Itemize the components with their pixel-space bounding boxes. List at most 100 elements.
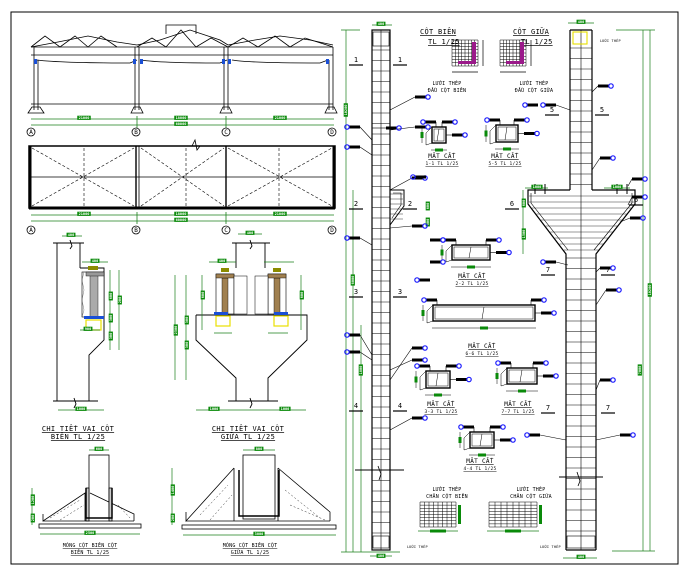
leader-line bbox=[389, 225, 413, 229]
leader-bubble-icon bbox=[466, 376, 472, 383]
leader-line bbox=[627, 178, 633, 187]
leader-bubble-icon bbox=[630, 432, 636, 438]
leader-bubble-icon bbox=[640, 215, 646, 221]
leader-tag bbox=[606, 288, 617, 292]
leader-tag bbox=[500, 361, 511, 365]
section-depth bbox=[489, 124, 497, 145]
leader-bubble-icon bbox=[420, 119, 426, 125]
rebar-leader bbox=[540, 102, 571, 111]
beam-flange-right bbox=[267, 273, 287, 279]
dimension-value: 1000 bbox=[281, 407, 290, 411]
dimension-value: 800 bbox=[256, 447, 263, 451]
dimension-tag-bg bbox=[108, 313, 113, 323]
dimension-value: 300 bbox=[426, 219, 430, 226]
dimension-tag-bg bbox=[77, 115, 91, 120]
rebar-leaders bbox=[344, 83, 648, 441]
dimension-value: 1000 bbox=[210, 407, 219, 411]
rail-right bbox=[273, 268, 281, 272]
dimension-tag-bg bbox=[83, 326, 93, 331]
dimension-tag: 300 bbox=[108, 331, 113, 341]
section-caption: 6-6 TL 1/25 bbox=[465, 351, 498, 357]
leader-tag bbox=[349, 333, 360, 337]
leader-tag bbox=[529, 433, 540, 437]
section-mark: 6 bbox=[629, 196, 643, 206]
dimension-tag: 18000 bbox=[174, 211, 188, 216]
top-anchor bbox=[572, 31, 588, 45]
footing-a bbox=[27, 106, 45, 114]
leader-line bbox=[389, 417, 413, 431]
section-mark: 2 bbox=[403, 200, 417, 210]
dimension-value: 400 bbox=[219, 259, 226, 263]
leader-tag bbox=[446, 364, 457, 368]
leader-bubble-icon bbox=[458, 424, 464, 430]
section-mark-label: 5 bbox=[600, 106, 604, 114]
crane-beams-middle bbox=[214, 268, 289, 327]
break-symbol bbox=[69, 239, 73, 250]
leader-tag bbox=[598, 84, 609, 88]
dimension-tag-bg bbox=[376, 553, 386, 558]
section-mark-label: 1 bbox=[354, 56, 358, 64]
leader-tag bbox=[415, 95, 426, 99]
leader-line bbox=[595, 267, 601, 273]
dimension-value: 21000 bbox=[275, 212, 286, 216]
frame-plan bbox=[28, 138, 336, 210]
grid-circle bbox=[26, 225, 36, 235]
leader-bubble-icon bbox=[414, 363, 420, 369]
rebar-leader bbox=[518, 130, 540, 137]
section-mark-label: 1 bbox=[398, 56, 402, 64]
leader-line bbox=[595, 289, 607, 306]
rebar-leader bbox=[485, 237, 502, 245]
dimension-value: 21000 bbox=[275, 116, 286, 120]
anchor-bolt-left bbox=[215, 315, 231, 327]
dimension-tag: 1200 bbox=[30, 494, 35, 506]
hatch-line bbox=[284, 489, 321, 519]
dimension-tag: 400 bbox=[376, 21, 386, 26]
leader-tag bbox=[419, 278, 430, 282]
footing-mid-dims bbox=[171, 449, 336, 536]
leader-tag bbox=[445, 238, 456, 242]
section-caption: 4-4 TL 1/25 bbox=[463, 466, 496, 472]
footing-c bbox=[219, 106, 233, 114]
dimension-tag-bg bbox=[637, 364, 642, 376]
hatch-line bbox=[49, 499, 81, 519]
rebar-leader bbox=[440, 237, 457, 245]
dimension-tag: 1000 bbox=[611, 184, 623, 189]
dimension-tag-bg bbox=[208, 406, 220, 411]
dimension-value: 2500 bbox=[174, 326, 178, 335]
footing-base bbox=[181, 524, 337, 530]
dimension-tag-bg bbox=[647, 283, 652, 297]
dimension-tag-bg bbox=[84, 530, 96, 535]
section-depth bbox=[445, 244, 453, 263]
rebar-leader bbox=[627, 176, 648, 187]
break-symbol bbox=[249, 397, 253, 409]
footing-b bbox=[130, 106, 144, 114]
dimension-value: 7000 bbox=[638, 366, 642, 375]
grid-axis-bubble: D bbox=[327, 127, 337, 137]
dimension-tag-bg bbox=[425, 201, 430, 211]
leader-line bbox=[595, 434, 621, 441]
beam-web-right bbox=[273, 277, 281, 315]
section-mark-label: 3 bbox=[354, 288, 358, 296]
leader-bubble-icon bbox=[422, 357, 428, 363]
bearing-icon bbox=[34, 59, 37, 64]
rebar-leader bbox=[441, 119, 458, 127]
section-mark-label: 2 bbox=[354, 200, 358, 208]
bearing-icon bbox=[222, 59, 225, 64]
leader-bubble-icon bbox=[344, 235, 350, 241]
section-tie bbox=[519, 369, 523, 383]
leader-bubble-icon bbox=[396, 125, 402, 131]
leader-tag bbox=[415, 175, 426, 179]
dimension-value: 400 bbox=[378, 554, 385, 558]
dimension-tag-bg bbox=[576, 554, 586, 559]
dimension-tag: 400 bbox=[217, 258, 227, 263]
leader-bubble-icon bbox=[344, 124, 350, 130]
rebar-leader bbox=[489, 424, 506, 432]
mesh-rebar-highlight bbox=[458, 61, 472, 64]
rebar-leader bbox=[445, 363, 462, 371]
bracket-rebar-left bbox=[530, 193, 569, 251]
section-dim-tag bbox=[467, 265, 475, 269]
